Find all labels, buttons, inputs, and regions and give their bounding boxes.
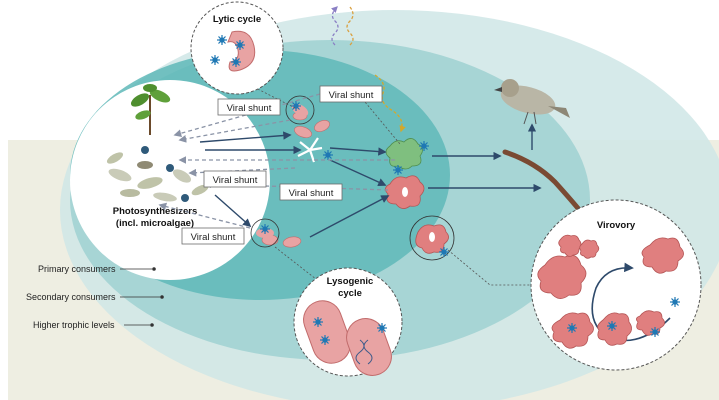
virus-icon [606,320,618,332]
viral-shunt-label-4: Viral shunt [279,183,343,201]
infected-cell-marker-top [285,95,315,125]
lysogenic-bacterium-left [303,300,351,364]
dna-icon [355,339,373,365]
virovory-protist-marker [409,215,455,261]
virus-icon [216,34,228,46]
yellow-squiggle-icon [374,74,406,133]
virus-icon [649,326,661,338]
virus-icon [209,54,221,66]
viral-shunt-label-3: Viral shunt [203,170,267,188]
virus-icon [438,246,450,258]
photosynthesizers-title-line1: Photosynthesizers [113,206,197,217]
virus-icon [259,223,271,235]
green-protist-icon [385,138,423,170]
viral-shunt-label-2: Viral shunt [319,85,383,103]
virovory-cycle-arrow [591,262,671,342]
virus-icon [230,56,242,68]
virus-icon [418,140,430,152]
viral-shunt-label-1: Viral shunt [217,98,281,116]
svg-text:Viral shunt: Viral shunt [191,232,236,243]
lysogenic-title-line2: cycle [338,288,362,299]
bacteria-cluster-lower [261,234,302,248]
microalgae-icon [106,146,209,202]
lysogenic-title-line1: Lysogenic [327,276,374,287]
virus-icon [376,322,388,334]
virus-icon [392,164,404,176]
orange-squiggle-icon [346,6,354,46]
svg-text:Viral shunt: Viral shunt [289,188,334,199]
purple-squiggle-icon [331,6,339,46]
virovory-title: Virovory [597,220,636,231]
svg-text:Viral shunt: Viral shunt [227,103,272,114]
bird-icon [494,79,570,125]
photosynthesizers-title-line2: (incl. microalgae) [116,218,194,229]
virus-icon [234,39,246,51]
virovory-link [447,249,540,286]
lysogenic-bacterium-right [346,318,392,376]
infected-cell-marker-lower [250,218,280,248]
virus-icon [312,316,324,328]
viral-shunt-label-5: Viral shunt [181,227,245,245]
virus-icon [290,100,302,112]
worm-icon [502,149,584,215]
food-web-arrows [199,123,542,238]
virus-icon [669,296,681,308]
virus-icon [319,334,331,346]
plant-icon [130,84,171,135]
svg-text:Viral shunt: Viral shunt [213,175,258,186]
virovory-protists [537,234,684,349]
trophic-label-secondary: Secondary consumers [26,292,116,302]
bacteria-cluster-upper [292,111,330,138]
lytic-cycle-title: Lytic cycle [213,14,261,25]
virus-icon [566,322,578,334]
trophic-label-primary: Primary consumers [38,264,116,274]
svg-text:Viral shunt: Viral shunt [329,90,374,101]
trophic-label-higher: Higher trophic levels [33,320,115,330]
virus-cluster-icon [297,137,334,163]
